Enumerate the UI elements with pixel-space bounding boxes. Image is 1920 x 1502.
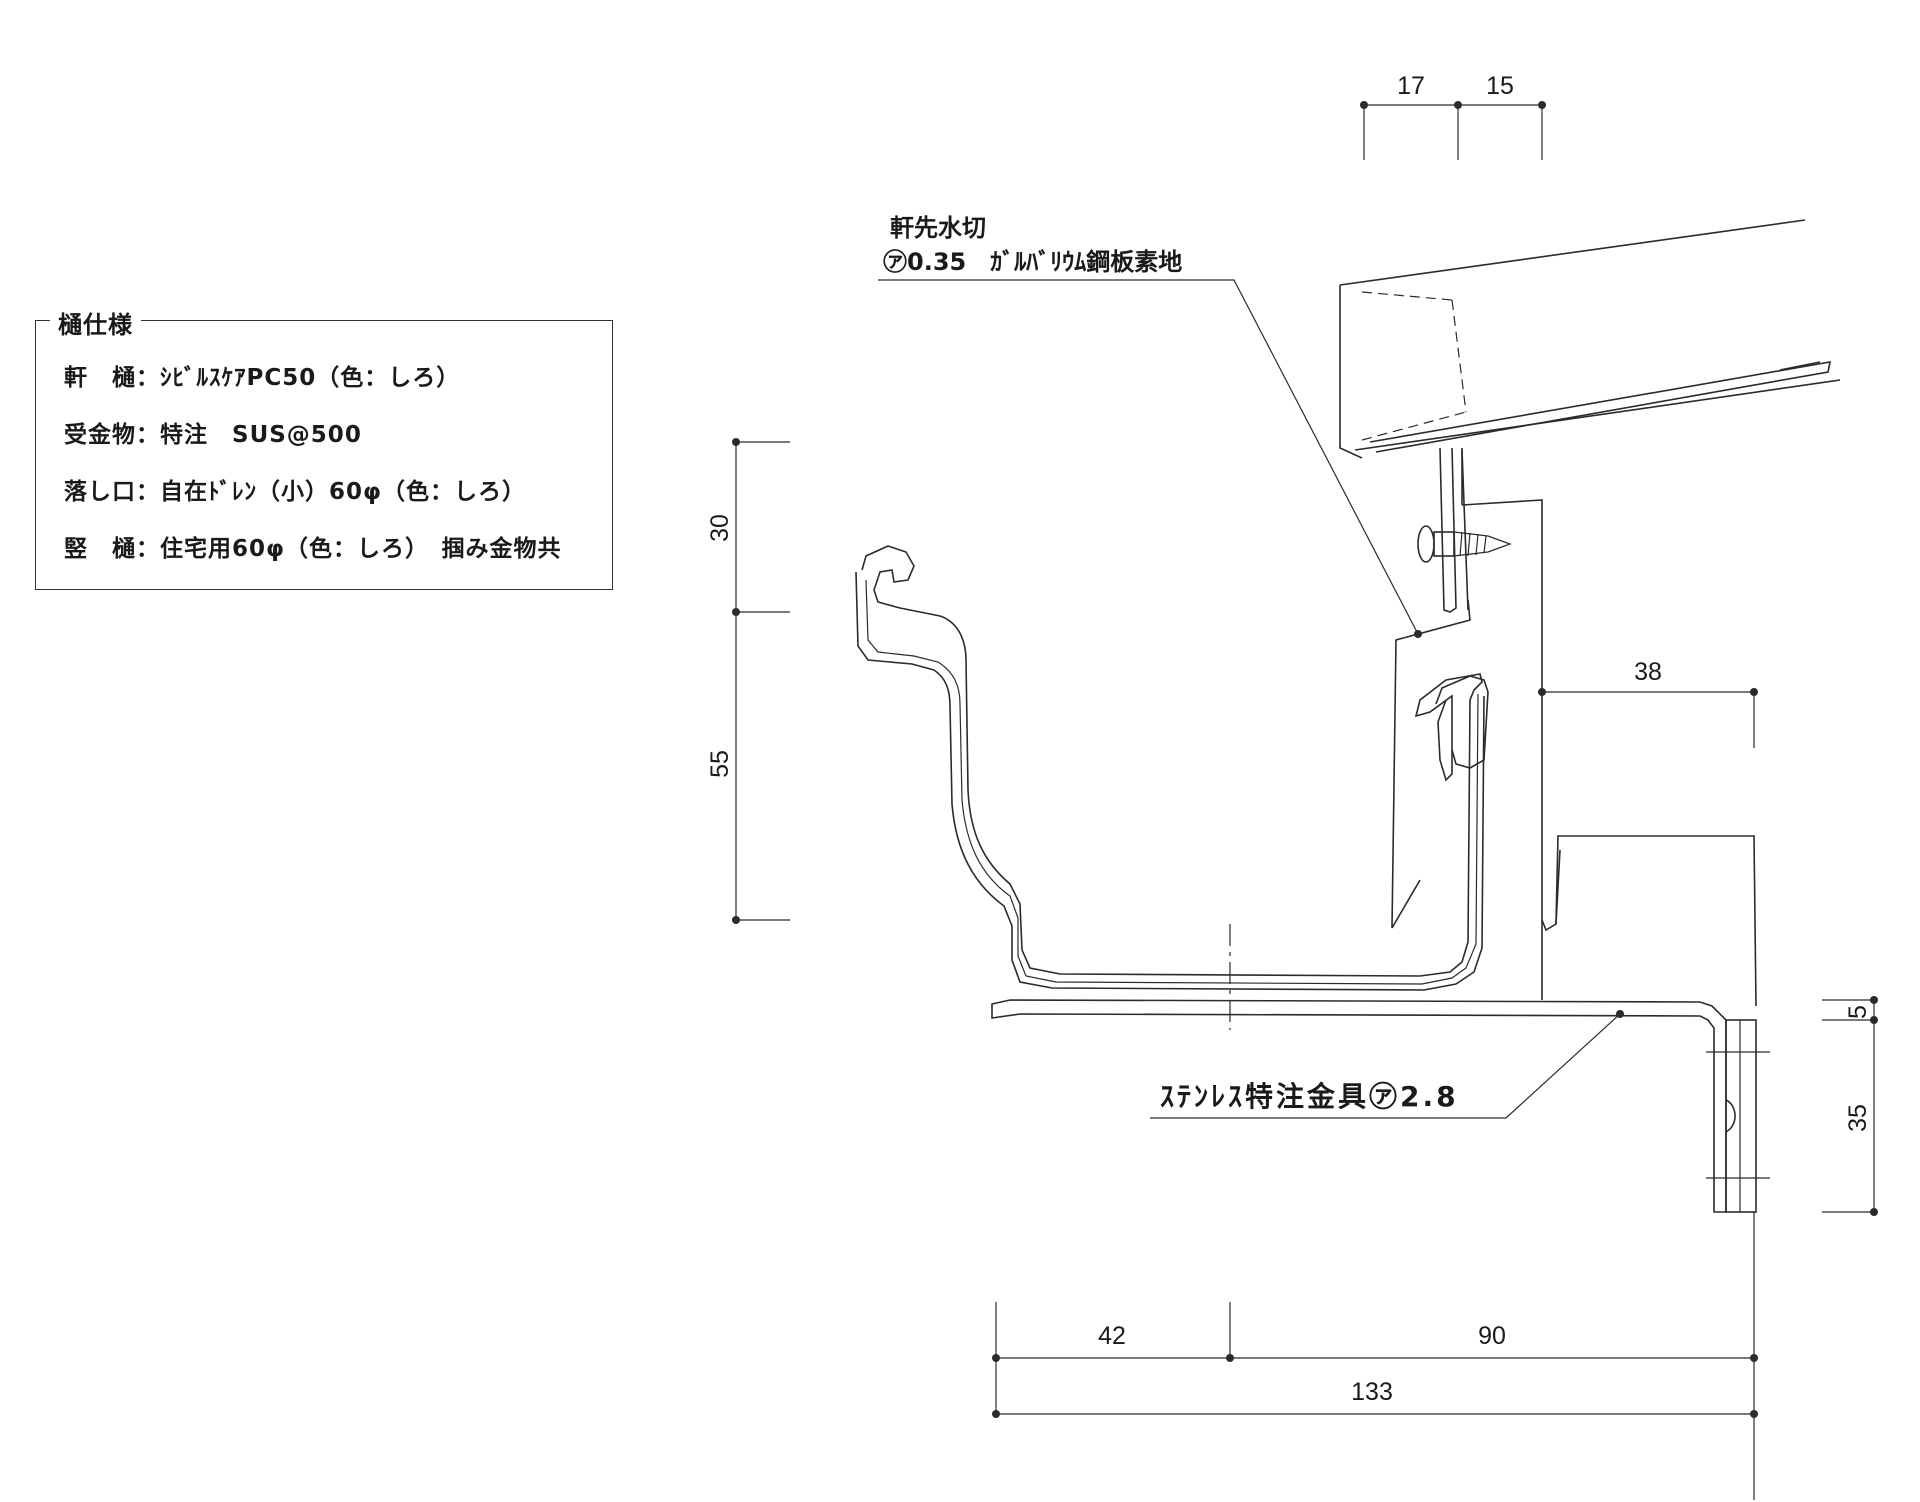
spec-row-bracket: 受金物：特注 SUS@500 xyxy=(64,422,362,448)
bracket-callout: ｽﾃﾝﾚｽ特注金具㋐2.8 xyxy=(1150,1010,1624,1119)
right-dimension-38: 38 xyxy=(1538,658,1758,748)
dim-35: 35 xyxy=(1844,1104,1872,1132)
dim-15: 15 xyxy=(1486,72,1514,100)
flashing-callout: 軒先水切 ㋐0.35 ｶﾞﾙﾊﾞﾘｳﾑ鋼板素地 xyxy=(878,214,1422,638)
dim-17: 17 xyxy=(1397,72,1425,100)
stainless-bracket xyxy=(991,924,1770,1213)
dim-55: 55 xyxy=(706,750,734,778)
spec-row-eaves-gutter: 軒 樋：ｼﾋﾞﾙｽｹｱPC50（色：しろ） xyxy=(64,365,461,391)
soffit-and-wall xyxy=(1541,835,1757,1500)
dim-5: 5 xyxy=(1844,1005,1872,1019)
bracket-label: ｽﾃﾝﾚｽ特注金具㋐2.8 xyxy=(1160,1080,1459,1113)
flashing-label-1: 軒先水切 xyxy=(890,214,986,242)
spec-title: 樋仕様 xyxy=(50,305,141,340)
dim-38: 38 xyxy=(1634,658,1662,686)
gutter-profile xyxy=(855,545,1489,991)
top-dimension: 17 15 xyxy=(1360,72,1546,160)
spec-row-outlet: 落し口：自在ﾄﾞﾚﾝ（小）60φ（色：しろ） xyxy=(64,479,526,505)
screw-icon xyxy=(1417,525,1512,563)
right-dimension-5-35: 5 35 xyxy=(1822,996,1878,1216)
dim-90: 90 xyxy=(1478,1322,1506,1350)
bottom-dimension: 42 90 133 xyxy=(992,1302,1758,1418)
flashing-label-2: ㋐0.35 ｶﾞﾙﾊﾞﾘｳﾑ鋼板素地 xyxy=(883,248,1182,276)
left-dimension: 30 55 xyxy=(706,438,790,924)
gutter-spec-box: 樋仕様 軒 樋：ｼﾋﾞﾙｽｹｱPC50（色：しろ） 受金物：特注 SUS@500… xyxy=(35,305,613,590)
dim-30: 30 xyxy=(706,514,734,542)
roof-edge xyxy=(1339,219,1841,1000)
dim-42: 42 xyxy=(1098,1322,1126,1350)
spec-row-downpipe: 竪 樋：住宅用60φ（色：しろ） 掴み金物共 xyxy=(64,536,562,562)
dim-133: 133 xyxy=(1351,1378,1393,1406)
